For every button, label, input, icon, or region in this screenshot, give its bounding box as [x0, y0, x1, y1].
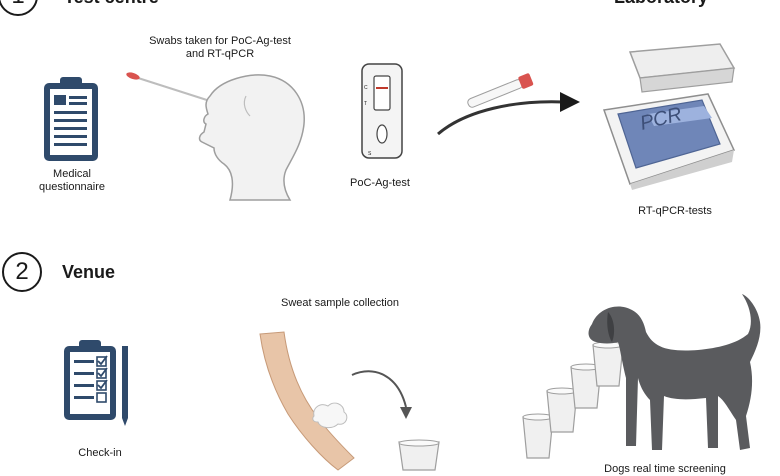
dog-icon [588, 294, 761, 450]
swab-label-line2: and RT-qPCR [185, 48, 255, 60]
sample-tube-icon [467, 73, 534, 108]
section-2-title: Venue [62, 262, 116, 282]
arm-icon [259, 331, 355, 471]
poc-test-cassette-icon [361, 63, 403, 159]
swab-label-line1: Swabs taken for PoC-Ag-test [149, 35, 291, 47]
poc-mark-s: S [368, 151, 372, 157]
questionnaire-clipboard-icon [44, 77, 98, 161]
screening-cup-2-icon [546, 387, 578, 433]
checkin-clipboard-icon [64, 340, 128, 426]
step-1-number: 1 [11, 0, 24, 9]
questionnaire-label: Medical questionnaire [20, 168, 124, 194]
sweat-label: Sweat sample collection [280, 297, 399, 309]
step-2-number: 2 [15, 258, 29, 285]
poc-mark-t: T [364, 101, 368, 107]
sample-cup-icon [398, 439, 440, 471]
curved-arrow-icon [351, 370, 412, 419]
transport-arrow-icon [437, 92, 580, 136]
screening-cup-3-icon [570, 363, 602, 409]
laboratory-title: Laboratory [614, 0, 708, 8]
step-1-circle: 1 [0, 0, 38, 16]
poc-mark-c: C [364, 85, 368, 91]
screening-cup-4-icon [592, 341, 624, 387]
head-profile-icon [198, 74, 305, 201]
pcr-machine-icon [602, 43, 736, 190]
screening-cup-1-icon [522, 413, 554, 459]
poc-test-label: PoC-Ag-test [350, 177, 410, 189]
swab-label: Swabs taken for PoC-Ag-test and RT-qPCR [120, 35, 320, 61]
rtqpcr-label: RT-qPCR-tests [638, 205, 712, 217]
section-1-title: Test centre [64, 0, 159, 8]
sweat-cloth-icon [312, 402, 348, 429]
questionnaire-label-line1: Medical [53, 168, 91, 180]
swab-stick-icon [126, 72, 211, 102]
questionnaire-label-line2: questionnaire [38, 181, 106, 193]
step-2-circle: 2 [2, 252, 42, 292]
checkin-label: Check-in [78, 447, 122, 459]
